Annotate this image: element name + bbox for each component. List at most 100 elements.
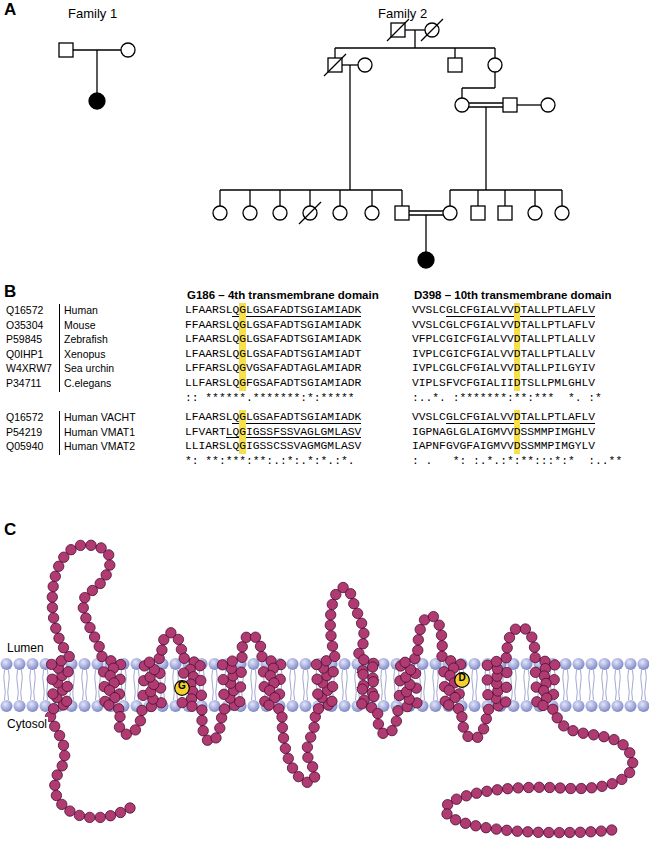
residue-bead <box>357 699 367 709</box>
residue-bead <box>51 623 61 633</box>
residue-bead <box>510 624 520 634</box>
residue-bead <box>596 826 606 836</box>
residue-bead <box>566 783 576 793</box>
residue-bead <box>482 786 492 796</box>
residue-bead <box>457 712 467 722</box>
residue-beads <box>45 540 638 838</box>
pedigree-line <box>469 102 503 103</box>
female-symbol <box>443 206 457 220</box>
male-symbol <box>395 206 409 220</box>
separator-bar <box>59 411 60 455</box>
residue-bead <box>527 632 537 642</box>
female-symbol <box>333 206 347 220</box>
residue-bead <box>607 779 617 789</box>
residue-bead <box>48 581 58 591</box>
residue-bead <box>211 733 221 743</box>
residue-bead <box>607 825 617 835</box>
residue-bead <box>544 827 554 837</box>
residue-bead <box>609 734 619 744</box>
female-symbol <box>213 206 227 220</box>
residue-bead <box>550 660 560 670</box>
residue-bead <box>235 682 245 692</box>
residue-bead <box>61 696 71 706</box>
residue-bead <box>391 716 401 726</box>
accession-id: Q16572 <box>6 304 43 316</box>
lipid-bilayer <box>0 658 649 714</box>
residue-bead <box>52 770 62 780</box>
residue-bead <box>48 613 58 623</box>
residue-bead <box>135 716 145 726</box>
residue-bead <box>529 642 539 652</box>
residue-bead <box>66 545 76 555</box>
pedigree-line <box>409 210 443 211</box>
residue-bead <box>47 592 57 602</box>
sequence-row: VIPLSFVCFGIALIIDTSLLPMLGHLV <box>412 377 595 389</box>
domain-header: D398 – 10th transmembrane domain <box>414 289 612 301</box>
residue-bead <box>309 772 319 782</box>
residue-bead <box>565 827 575 837</box>
family-label: Family 1 <box>68 6 117 21</box>
residue-bead <box>373 719 383 729</box>
residue-bead <box>599 732 609 742</box>
sequence-row: LLIARSLQGIGSSCSSVAGMGMLASV <box>185 440 361 452</box>
residue-bead <box>237 652 247 662</box>
residue-bead <box>471 821 481 831</box>
residue-bead <box>115 712 125 722</box>
residue-bead <box>463 731 473 741</box>
residue-bead <box>217 660 227 670</box>
sequence-row: VFPLCGICFGIALVVDTALLPTLALLV <box>412 333 595 345</box>
residue-bead <box>81 613 91 623</box>
residue-bead <box>491 824 501 834</box>
residue-bead <box>303 752 313 762</box>
residue-bead <box>326 610 336 620</box>
residue-bead <box>330 651 340 661</box>
female-symbol <box>358 58 372 72</box>
residue-bead <box>85 622 95 632</box>
residue-bead <box>78 603 88 613</box>
residue-bead <box>502 667 512 677</box>
pedigree-line <box>335 47 495 48</box>
residue-bead <box>586 827 596 837</box>
sequence-row: FFAARSLQGLGSAFADTSGIAMIADK <box>185 319 361 331</box>
deceased-slash <box>324 54 346 76</box>
residue-bead <box>502 643 512 653</box>
residue-bead <box>597 781 607 791</box>
residue-bead <box>345 589 355 599</box>
residue-bead <box>471 788 481 798</box>
residue-bead <box>359 655 369 665</box>
residue-outline <box>455 673 470 688</box>
accession-id: O35304 <box>6 319 43 331</box>
residue-bead <box>555 783 565 793</box>
residue-bead <box>313 689 323 699</box>
domain-header: G186 – 4th transmembrane domain <box>187 289 379 301</box>
panel-letter: C <box>4 520 16 540</box>
female-symbol <box>488 58 502 72</box>
residue-bead <box>237 642 247 652</box>
female-symbol <box>121 43 135 57</box>
sequence-row: VVSLCGLCFGIALVVDTALLPTLAFLV <box>412 411 595 423</box>
residue-bead <box>302 742 312 752</box>
residue-bead <box>197 705 207 715</box>
female-symbol <box>555 206 569 220</box>
residue-bead <box>523 827 533 837</box>
residue-bead <box>235 697 245 707</box>
residue-bead <box>617 774 627 784</box>
residue-bead <box>356 618 366 628</box>
residue-bead <box>460 818 470 828</box>
highlighted-residue: D <box>454 672 470 688</box>
residue-bead <box>545 782 555 792</box>
residue-bead <box>48 704 58 714</box>
sequence-row: IAPNFGVGFAIGMVVDSSMMPIMGYLV <box>412 440 595 452</box>
sequence-row: VVSLCGLCFGIALVVDTALLPTLAFLV <box>412 319 595 331</box>
pedigree-line <box>504 190 505 206</box>
male-symbol <box>471 206 485 220</box>
residue-bead <box>575 827 585 837</box>
residue-bead <box>75 540 85 550</box>
residue-bead <box>357 684 367 694</box>
affected-female-symbol <box>418 252 434 268</box>
residue-bead <box>326 631 336 641</box>
pedigree-line <box>220 189 402 190</box>
residue-bead <box>491 656 501 666</box>
pedigree-line <box>96 50 97 93</box>
residue-bead <box>501 682 511 692</box>
